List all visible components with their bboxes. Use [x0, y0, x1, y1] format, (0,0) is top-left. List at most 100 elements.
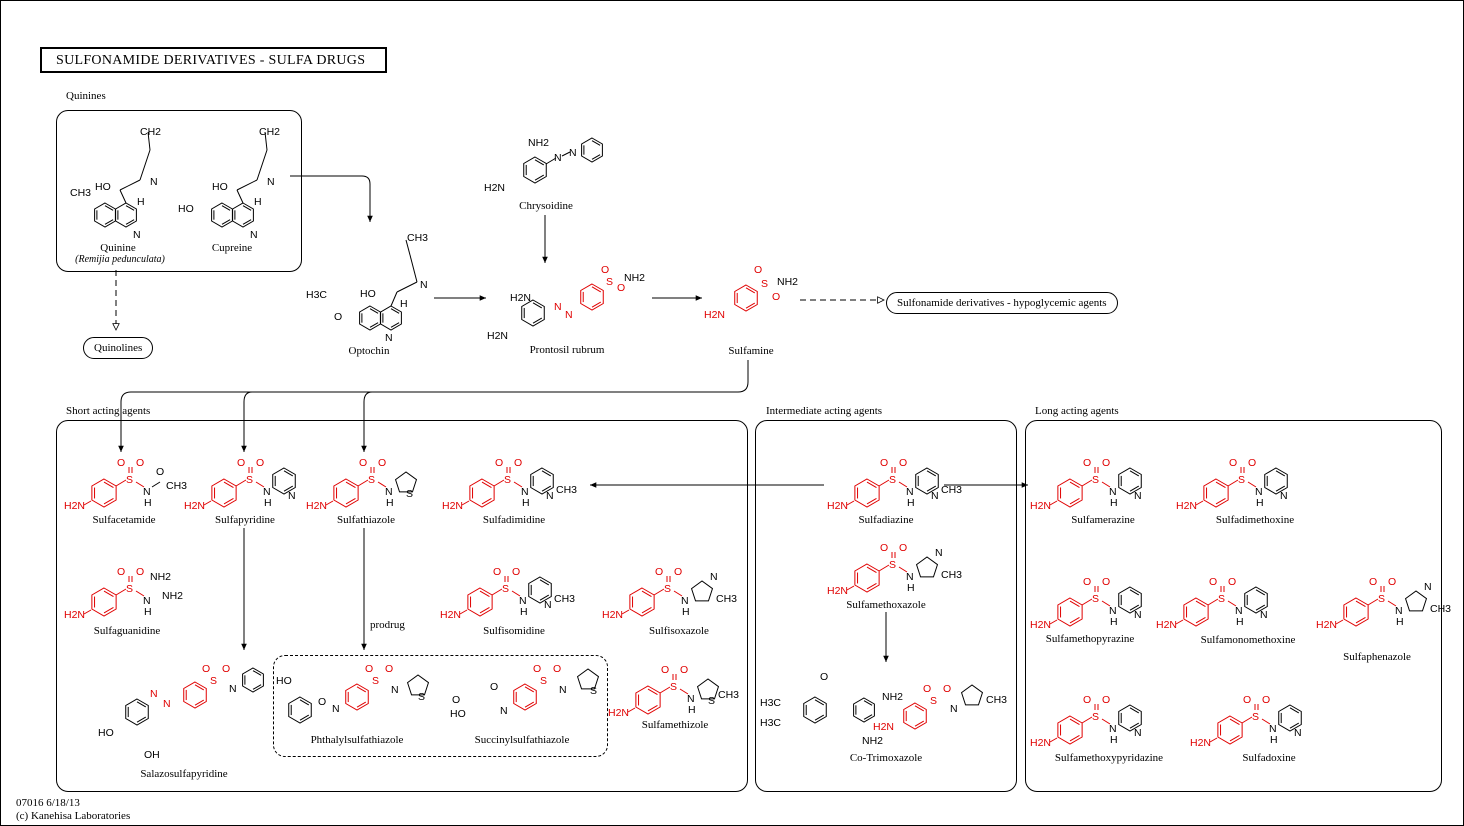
- oxygen-atom: O: [1248, 457, 1256, 469]
- double-bond: [1069, 718, 1080, 725]
- amino-group: H2N: [64, 500, 85, 512]
- atom-label: O: [820, 671, 828, 683]
- nitrogen-atom: N: [521, 486, 529, 498]
- sulfur-atom: S: [368, 474, 375, 486]
- isoxazole-ring: [960, 684, 984, 706]
- atom-label: O: [923, 683, 931, 695]
- atom-label: HO: [212, 181, 228, 193]
- compound-salazosulfapyridine[interactable]: Salazosulfapyridine: [140, 768, 228, 780]
- ring: [581, 137, 603, 163]
- double-bond: [369, 322, 379, 328]
- sulfur-atom: S: [1238, 474, 1245, 486]
- benzene-ring: [333, 478, 359, 508]
- compound-quinine[interactable]: Quinine: [100, 242, 136, 254]
- compound-sulfamerazine[interactable]: Sulfamerazine: [1071, 514, 1135, 526]
- atom-label: O: [452, 694, 460, 706]
- compound-sulfamethoxazole[interactable]: Sulfamethoxazole: [846, 599, 926, 611]
- compound-chrysoidine[interactable]: Chrysoidine: [519, 200, 573, 212]
- hypoglycemic-map-link[interactable]: Sulfonamide derivatives - hypoglycemic a…: [886, 292, 1118, 314]
- atom-label: S: [590, 685, 597, 697]
- compound-sulfamethoxypyridazine[interactable]: Sulfamethoxypyridazine: [1054, 752, 1164, 764]
- compound-sulfaguanidine[interactable]: Sulfaguanidine: [93, 625, 161, 637]
- bond: [1209, 737, 1218, 743]
- nitrogen-atom: N: [1109, 605, 1117, 617]
- benzene-ring: [469, 478, 495, 508]
- atom-label: H3C: [760, 697, 781, 709]
- pyrimidine-ring: [1278, 704, 1302, 732]
- pyrimidine-ring: [1118, 586, 1142, 614]
- ring: [211, 202, 233, 228]
- double-bond: [1069, 600, 1080, 607]
- atom-label: N: [391, 684, 399, 696]
- compound-sulfamethizole[interactable]: Sulfamethizole: [641, 719, 709, 731]
- benzene-ring: [1343, 597, 1369, 627]
- pyrimidine-ring: [1118, 467, 1142, 495]
- bond: [115, 479, 127, 487]
- atom-label: H2N: [704, 309, 725, 321]
- compound-sulfadiazine[interactable]: Sulfadiazine: [858, 514, 914, 526]
- compound-prontosil[interactable]: Prontosil rubrum: [529, 344, 605, 356]
- hydrogen-atom: H: [522, 497, 530, 509]
- compound-phthalylsulfathiazole[interactable]: Phthalylsulfathiazole: [310, 734, 404, 746]
- benzene-ring: [635, 685, 661, 715]
- atom-label: CH3: [718, 689, 739, 701]
- ring: [94, 202, 116, 228]
- bond: [409, 254, 418, 283]
- compound-succinylsulfathiazole[interactable]: Succinylsulfathiazole: [474, 734, 570, 746]
- double-bond: [221, 219, 231, 225]
- benzene-ring: [1057, 478, 1083, 508]
- compound-optochin[interactable]: Optochin: [348, 345, 390, 357]
- bond: [119, 179, 141, 191]
- sulfur-atom: S: [889, 474, 896, 486]
- atom-label: O: [772, 291, 780, 303]
- oxygen-atom: O: [1083, 576, 1091, 588]
- double-bond: [369, 308, 379, 314]
- double-bond: [242, 205, 252, 211]
- atom-label: NH2: [882, 691, 903, 703]
- compound-sulfaphenazole[interactable]: Sulfaphenazole: [1343, 651, 1411, 663]
- bond: [1261, 718, 1271, 725]
- bond: [1207, 598, 1219, 606]
- benzene-ring: [211, 478, 237, 508]
- ring: [903, 702, 927, 730]
- hydrogen-atom: H: [1110, 616, 1118, 628]
- compound-sulfisomidine[interactable]: Sulfisomidine: [483, 625, 545, 637]
- double-bond: [1355, 600, 1366, 607]
- compound-sulfadoxine[interactable]: Sulfadoxine: [1242, 752, 1296, 764]
- atom-label: O: [222, 663, 230, 675]
- atom-label: S: [418, 691, 425, 703]
- atom-label: O: [334, 311, 342, 323]
- atom-label: O: [156, 466, 164, 478]
- oxygen-atom: O: [674, 566, 682, 578]
- double-bond: [541, 470, 552, 477]
- hydrogen-atom: H: [1236, 616, 1244, 628]
- oxygen-atom: O: [1102, 457, 1110, 469]
- compound-sulfapyridine[interactable]: Sulfapyridine: [215, 514, 275, 526]
- compound-sulfisoxazole[interactable]: Sulfisoxazole: [649, 625, 709, 637]
- quinines-panel: [56, 110, 302, 272]
- compound-sulfamine[interactable]: Sulfamine: [728, 345, 774, 357]
- compound-sulfamethopyrazine[interactable]: Sulfamethopyrazine: [1045, 633, 1135, 645]
- double-bond: [345, 481, 356, 488]
- compound-sulfathiazole[interactable]: Sulfathiazole: [336, 514, 396, 526]
- double-bond: [479, 607, 490, 614]
- compound-sulfadimethoxine[interactable]: Sulfadimethoxine: [1215, 514, 1295, 526]
- atom-label: O: [754, 264, 762, 276]
- oxygen-atom: O: [880, 542, 888, 554]
- bond: [679, 688, 689, 695]
- copyright: (c) Kanehisa Laboratories: [16, 810, 131, 822]
- double-bond: [1069, 735, 1080, 742]
- compound-cupreine[interactable]: Cupreine: [211, 242, 253, 254]
- compound-cotrimoxazole[interactable]: Co-Trimoxazole: [849, 752, 923, 764]
- double-bond: [814, 714, 825, 721]
- short-acting-panel: [56, 420, 748, 792]
- atom-label: N: [332, 703, 340, 715]
- compound-sulfadimidine[interactable]: Sulfadimidine: [482, 514, 546, 526]
- compound-sulfacetamide[interactable]: Sulfacetamide: [92, 514, 156, 526]
- quinolines-map-link[interactable]: Quinolines: [83, 337, 154, 359]
- bond: [1335, 619, 1344, 625]
- atom-label: CH3: [941, 484, 962, 496]
- compound-sulfamonomethoxine[interactable]: Sulfamonomethoxine: [1200, 634, 1296, 646]
- thiazole-ring: [406, 674, 430, 696]
